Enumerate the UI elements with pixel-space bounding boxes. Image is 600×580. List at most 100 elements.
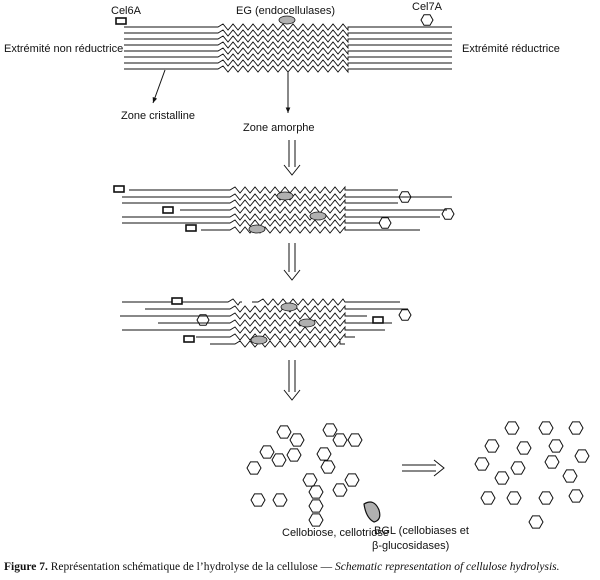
sugar-ring xyxy=(271,453,287,467)
glucose-ring xyxy=(548,439,564,453)
cellulose-strand xyxy=(124,41,452,50)
sugar-ring xyxy=(332,483,348,497)
eg-enzyme xyxy=(276,191,294,201)
sugar-ring xyxy=(246,461,262,475)
figure-caption: Figure 7. Représentation schématique de … xyxy=(4,561,598,573)
sugar-ring xyxy=(289,433,305,447)
cellulose-strand xyxy=(124,35,452,44)
eg-enzyme xyxy=(250,335,268,345)
cellulose-strand xyxy=(124,29,452,38)
sugar-ring xyxy=(308,485,324,499)
sugar-ring xyxy=(259,445,275,459)
glucose-ring xyxy=(528,515,544,529)
glucose-ring xyxy=(506,491,522,505)
sugar-ring xyxy=(344,473,360,487)
cellulose-strand xyxy=(124,47,452,56)
cellulose-strand xyxy=(122,212,440,221)
fiber-bundle-intact xyxy=(124,23,452,74)
cellulose-strand xyxy=(122,325,385,334)
cellulose-strand xyxy=(122,198,398,207)
step-arrow-3 xyxy=(283,360,301,401)
cel6a-enzyme xyxy=(162,206,174,214)
sugar-ring xyxy=(308,499,324,513)
glucose-ring xyxy=(568,421,584,435)
fiber-bundle-step2 xyxy=(120,298,408,348)
cel6a-enzyme xyxy=(115,17,127,25)
cel7a-enzyme xyxy=(196,314,210,326)
cellulose-strand xyxy=(145,304,408,313)
sugar-ring xyxy=(250,493,266,507)
cellulose-strand xyxy=(196,332,355,341)
label-cel7a: Cel7A xyxy=(412,1,443,13)
label-eg: EG (endocellulases) xyxy=(236,5,335,17)
cel6a-enzyme xyxy=(372,316,384,324)
bgl-enzyme xyxy=(363,501,381,523)
label-amorphous-zone: Zone amorphe xyxy=(243,122,315,134)
caption-text-fr: Représentation schématique de l’hydrolys… xyxy=(50,561,333,573)
glucose-ring xyxy=(474,457,490,471)
step-arrow-2 xyxy=(283,243,301,281)
sugar-ring xyxy=(276,425,292,439)
cellulose-strand xyxy=(180,205,447,214)
label-crystalline-zone: Zone cristalline xyxy=(121,110,195,122)
cellulose-strand xyxy=(124,59,452,68)
sugar-ring xyxy=(332,433,348,447)
caption-label: Figure 7. xyxy=(4,561,48,573)
label-reducing-end: Extrémité réductrice xyxy=(462,43,560,55)
amorphous-zone-arrow xyxy=(285,72,291,113)
cellulose-strand xyxy=(120,311,367,320)
label-bgl-line1: BGL (cellobiases et xyxy=(374,525,469,537)
cel6a-enzyme xyxy=(171,297,183,305)
glucose-ring xyxy=(568,489,584,503)
label-bgl-line2: β-glucosidases) xyxy=(372,540,449,552)
glucose-ring xyxy=(574,449,590,463)
cellulose-strand xyxy=(122,298,242,306)
glucose-ring xyxy=(480,491,496,505)
cellulose-strand xyxy=(124,53,452,62)
eg-enzyme xyxy=(298,318,316,328)
cellulose-fibers xyxy=(120,23,452,348)
cellulose-strand xyxy=(252,298,400,306)
sugar-molecules xyxy=(246,421,590,529)
step-arrow-1 xyxy=(283,140,301,176)
cel7a-enzyme xyxy=(398,191,412,203)
sugar-ring xyxy=(302,473,318,487)
cellulose-strand xyxy=(210,339,345,348)
cel7a-enzyme xyxy=(398,309,412,321)
sugar-ring xyxy=(286,448,302,462)
cel7a-enzyme xyxy=(378,217,392,229)
crystalline-zone-arrow xyxy=(152,69,166,104)
fiber-bundle-step1 xyxy=(122,185,452,234)
glucose-ring xyxy=(538,491,554,505)
cellulose-strand xyxy=(122,192,452,201)
eg-enzyme xyxy=(309,211,327,221)
caption-text-en: Schematic representation of cellulose hy… xyxy=(334,561,560,573)
sugar-ring xyxy=(347,433,363,447)
sugar-ring xyxy=(272,493,288,507)
cel6a-enzyme xyxy=(185,224,197,232)
label-cel6a: Cel6A xyxy=(111,5,142,17)
cel6a-enzyme xyxy=(183,335,195,343)
label-products: Cellobiose, cellotriose xyxy=(282,527,389,539)
glucose-ring xyxy=(516,441,532,455)
conversion-arrow xyxy=(402,459,445,477)
glucose-ring xyxy=(562,469,578,483)
cellulose-strand xyxy=(124,65,452,74)
glucose-ring xyxy=(504,421,520,435)
cellulose-strand xyxy=(129,185,398,194)
glucose-ring xyxy=(538,421,554,435)
glucose-ring xyxy=(484,439,500,453)
cellulose-strand xyxy=(124,23,452,32)
arrows xyxy=(152,69,445,477)
glucose-ring xyxy=(510,461,526,475)
cellulose-strand xyxy=(158,318,392,327)
glucose-ring xyxy=(544,455,560,469)
sugar-ring xyxy=(308,513,324,527)
cel6a-enzyme xyxy=(113,185,125,193)
cel7a-enzyme xyxy=(420,14,434,26)
label-non-reducing-end: Extrémité non réductrice xyxy=(4,43,123,55)
eg-enzyme xyxy=(248,224,266,234)
cellulose-strand xyxy=(201,225,420,234)
glucose-ring xyxy=(494,471,510,485)
